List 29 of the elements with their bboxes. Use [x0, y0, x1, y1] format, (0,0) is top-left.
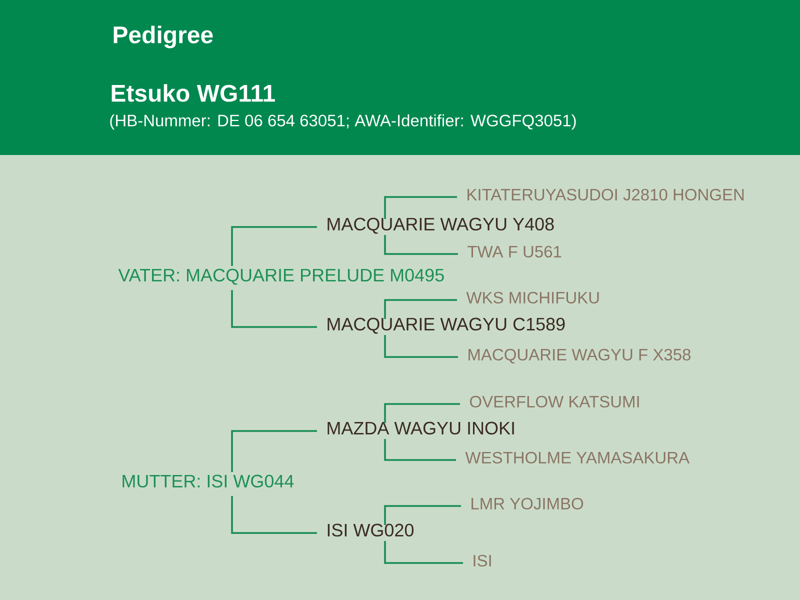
connector-line — [231, 496, 317, 534]
connector-line — [384, 299, 457, 319]
connector-line — [231, 226, 317, 266]
animal-name: WESTHOLME YAMASAKURA — [465, 452, 690, 464]
animal-name: ISI WG020 — [328, 524, 414, 537]
connector-line — [384, 235, 458, 255]
animal-name: MUTTER: ISI WG044 — [122, 474, 294, 488]
animal-name: ISI — [474, 554, 491, 566]
connector-line — [384, 196, 457, 219]
heading: Pedigree — [114, 26, 213, 48]
registry-ids: (HB-Nummer: DE 06 654 63051; AWA-Identifier: WGGFQ3051) — [110, 114, 576, 130]
animal-name: VATER: MACQUARIE PRELUDE M0495 — [118, 268, 444, 285]
animal-name: MACQUARIE WAGYU F X358 — [468, 348, 690, 364]
animal-name: TWA F U561 — [468, 246, 562, 258]
connector-line — [384, 403, 460, 423]
animal-name: KITATERUYASUDOI J2810 HONGEN — [468, 188, 744, 200]
connector-line — [384, 439, 456, 461]
animal-name: MACQUARIE WAGYU Y408 — [328, 218, 554, 234]
connector-line — [231, 430, 317, 472]
connector-line — [384, 505, 461, 525]
animal-name: MACQUARIE WAGYU C1589 — [328, 318, 565, 334]
animal-name: OVERFLOW KATSUMI — [470, 396, 639, 408]
animal-name: LMR YOJIMBO — [472, 498, 584, 510]
connector-line — [384, 335, 458, 358]
connector-line — [384, 541, 463, 564]
animal-title: Etsuko WG111 — [112, 84, 275, 102]
animal-name: MAZDA WAGYU INOKI — [328, 422, 514, 435]
connector-line — [231, 290, 317, 328]
animal-name: WKS MICHIFUKU — [466, 292, 599, 304]
